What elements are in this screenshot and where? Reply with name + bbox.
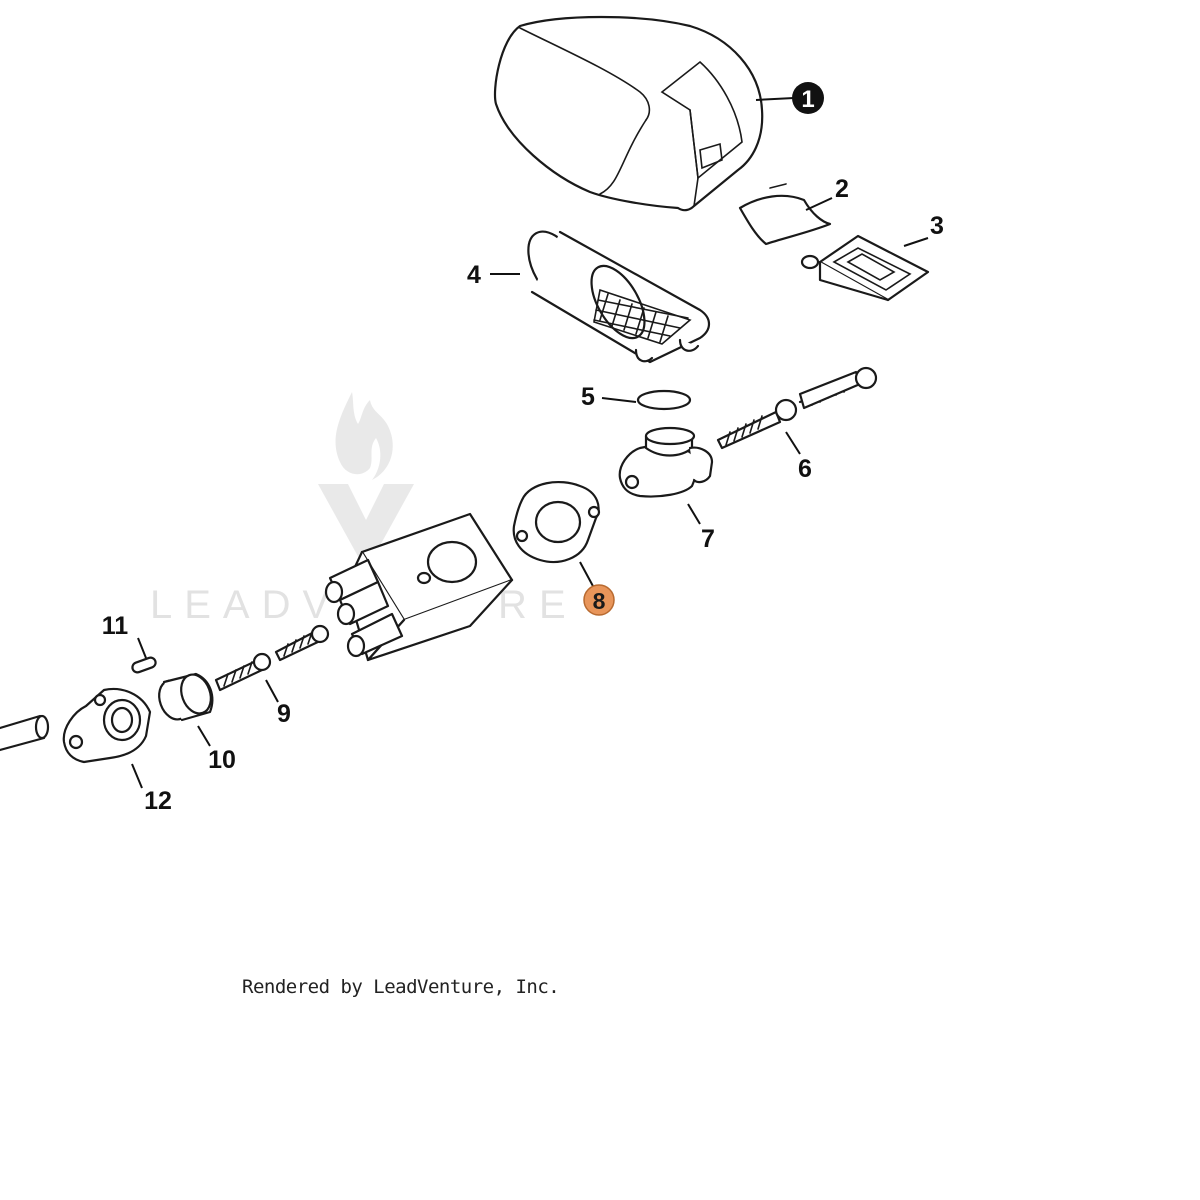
callout-10[interactable]: 10 <box>208 746 236 774</box>
part-6-screws[interactable] <box>716 366 878 450</box>
part-9-screws[interactable] <box>214 624 330 692</box>
part-10-sleeve[interactable] <box>154 670 216 723</box>
v-logo-icon <box>318 484 414 560</box>
part-2-filter-element[interactable] <box>738 183 832 246</box>
callout-12[interactable]: 12 <box>144 787 172 815</box>
flame-logo-icon <box>335 392 393 480</box>
part-3-filter-grid[interactable] <box>800 234 930 302</box>
part-5-o-ring[interactable] <box>636 389 692 411</box>
callout-5[interactable]: 5 <box>581 383 595 411</box>
footer-credit: Rendered by LeadVenture, Inc. <box>242 976 560 998</box>
part-11-link-clip[interactable] <box>131 656 157 674</box>
part-8-gasket[interactable] <box>512 480 601 564</box>
part-7-intake-elbow[interactable] <box>618 426 714 498</box>
part-1-air-cleaner-cover[interactable] <box>493 15 764 212</box>
callout-8-number: 8 <box>593 588 606 614</box>
callout-2[interactable]: 2 <box>835 175 849 203</box>
part-12-flange[interactable] <box>0 687 152 764</box>
leader-lines <box>131 97 929 789</box>
callout-9[interactable]: 9 <box>277 700 291 728</box>
callout-6[interactable]: 6 <box>798 455 812 483</box>
callout-1-number: 1 <box>801 86 814 113</box>
callout-7[interactable]: 7 <box>701 525 715 553</box>
callout-3[interactable]: 3 <box>930 212 944 240</box>
callout-4[interactable]: 4 <box>467 261 481 289</box>
carburetor-body <box>324 512 514 662</box>
callout-1[interactable]: 1 <box>792 82 824 114</box>
part-4-screen-filter[interactable] <box>517 222 711 364</box>
callout-11[interactable]: 11 <box>102 612 129 640</box>
callout-8[interactable]: 8 <box>583 584 615 616</box>
